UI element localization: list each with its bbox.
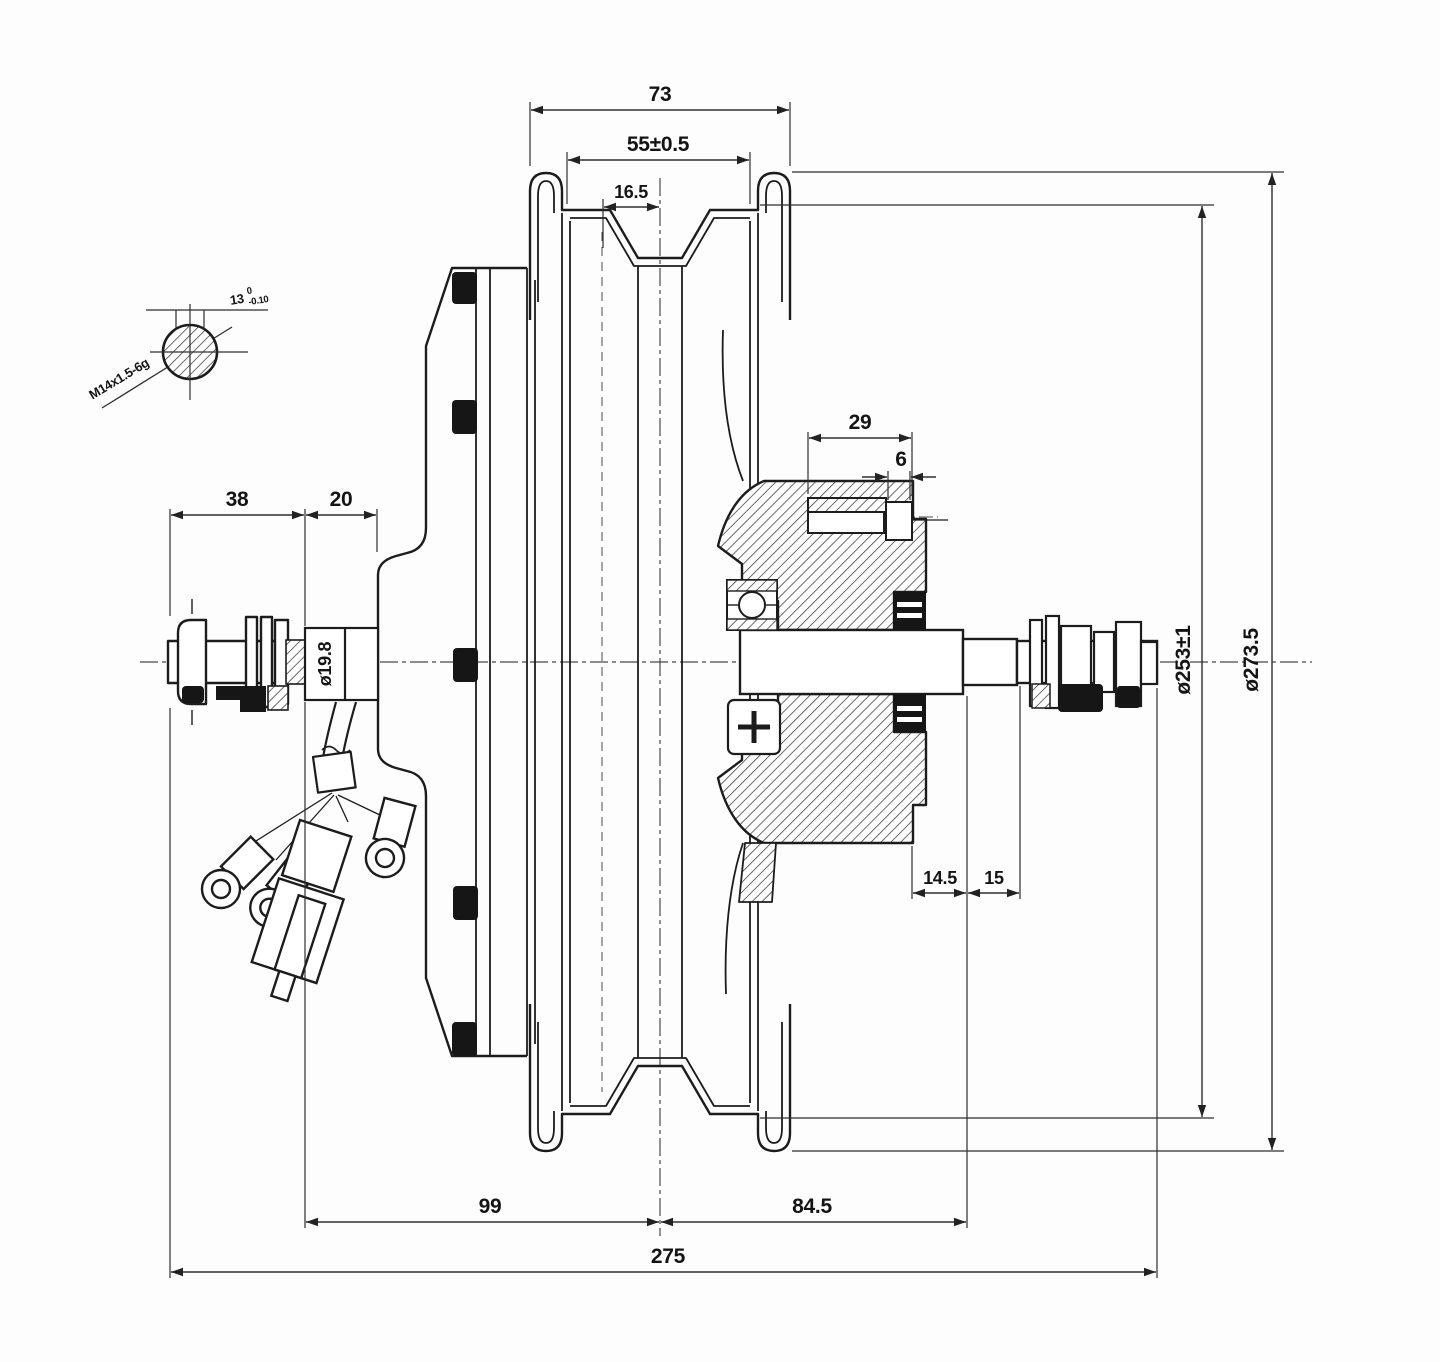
dim-rim-inner-width: 55±0.5 <box>627 133 690 156</box>
dim-rim-outer-width: 73 <box>649 83 672 106</box>
dim-stud-head-width: 6 <box>895 448 906 471</box>
dim-axle-left-len: 38 <box>226 488 249 511</box>
axle-boss <box>303 626 380 702</box>
ring-terminal-3 <box>364 796 417 879</box>
rim-top-section <box>528 171 792 320</box>
dim-overall-length: 275 <box>651 1245 686 1268</box>
ring-terminal-1 <box>200 834 276 910</box>
dim-center-to-right: 84.5 <box>792 1195 832 1218</box>
dim-hub-step-b: 15 <box>984 868 1004 888</box>
dimension-lines <box>171 105 1277 1277</box>
dim-rim-bed-diameter: ø253±1 <box>1172 625 1195 695</box>
main-connector <box>250 818 353 1003</box>
left-axle-dark-parts <box>182 639 307 712</box>
flange-stud <box>807 497 948 541</box>
cable-assembly <box>247 701 383 861</box>
rim-projection-lines <box>561 213 759 1111</box>
dim-hub-step-a: 14.5 <box>923 868 957 888</box>
right-axle-assembly <box>1028 614 1159 710</box>
detail-tol-upper: 0 <box>246 285 253 297</box>
right-axle-dark-parts <box>1031 683 1140 712</box>
extension-lines <box>169 102 1284 1278</box>
detail-thread-callout: M14x1.5-6g <box>86 355 152 403</box>
detail-flat-width: 13 <box>229 291 245 308</box>
dim-left-to-center: 99 <box>479 1195 502 1218</box>
dim-axle-diameter: ø19.8 <box>315 641 335 686</box>
axle-flat-detail-view: 13 0 -0.10 M14x1.5-6g <box>86 285 270 409</box>
right-bearings <box>893 592 926 732</box>
dim-stud-length: 29 <box>849 411 872 434</box>
rim-bottom-section <box>528 1004 792 1153</box>
detail-tol-lower: -0.10 <box>248 294 270 308</box>
dim-groove-width: 16.5 <box>614 182 648 202</box>
left-bearing <box>726 579 778 631</box>
cover-bolts <box>452 272 478 1056</box>
grease-port <box>726 698 782 756</box>
dim-rim-flange-diameter: ø273.5 <box>1240 628 1263 692</box>
dim-axle-left-step: 20 <box>330 488 353 511</box>
